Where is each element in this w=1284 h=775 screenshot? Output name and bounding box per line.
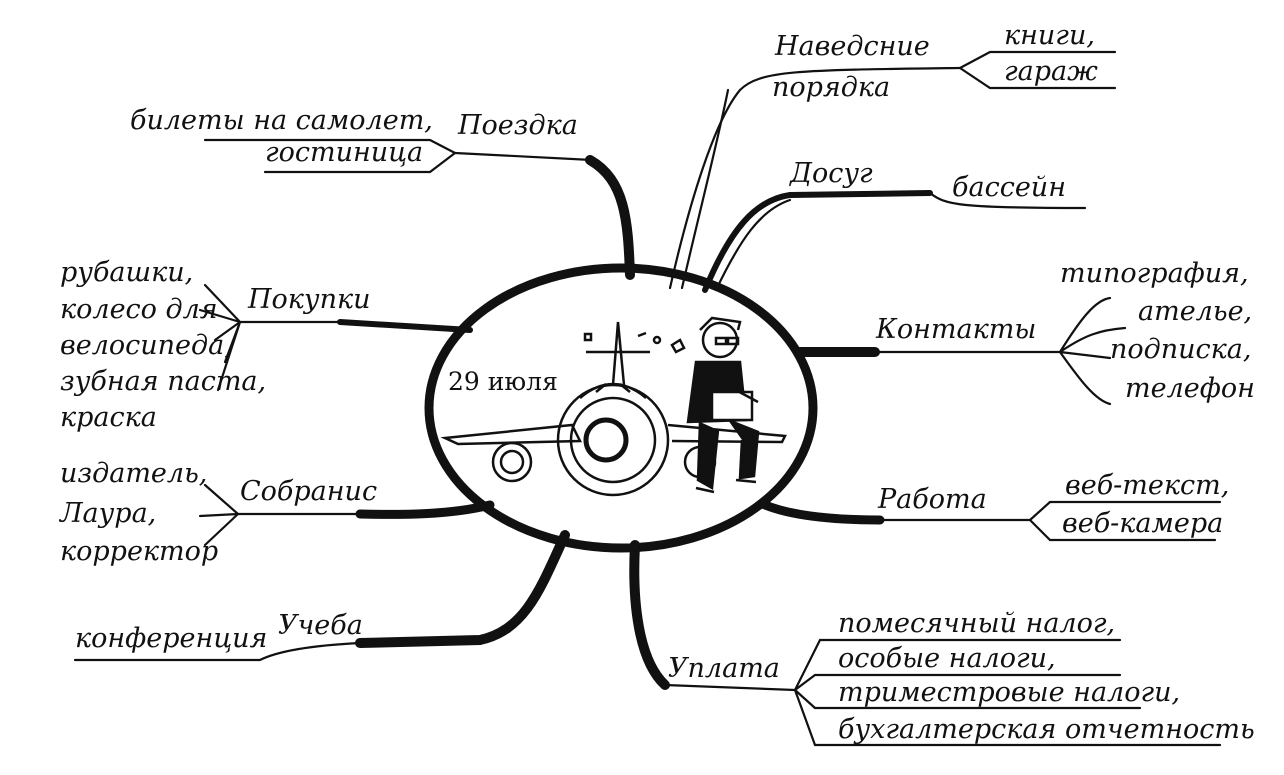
sub-pokupki <box>198 283 242 392</box>
item-ucheba-1: конференция <box>75 623 267 654</box>
item-sobranie-1: издатель, <box>60 458 207 489</box>
branch-navedenie <box>668 66 962 290</box>
sub-poezdka <box>203 138 457 174</box>
item-rabota-2: веб-камера <box>1062 508 1223 539</box>
center-date: 29 июля <box>448 367 558 396</box>
item-uplata-2: особые налоги, <box>838 643 1056 674</box>
label-poezdka: Поездка <box>457 110 578 141</box>
item-navedenie-1: книги, <box>1004 20 1095 51</box>
item-pokupki-2: колесо для <box>60 294 218 325</box>
item-navedenie-2: гараж <box>1004 56 1098 87</box>
label-navedenie-1: Наведсние <box>774 31 930 62</box>
label-sobranie: Собранис <box>240 476 377 507</box>
branch-ucheba <box>355 530 570 648</box>
man-illustration <box>686 316 760 494</box>
item-poezdka-2: гостиница <box>265 137 423 168</box>
item-pokupki-5: краска <box>60 402 157 433</box>
branch-uplata-line <box>663 683 797 692</box>
item-dosug-1: бассейн <box>952 172 1066 203</box>
item-kontakty-3: подписка, <box>1110 334 1251 365</box>
central-oval <box>424 263 818 553</box>
branch-ucheba-line <box>73 641 362 662</box>
sub-uplata <box>793 638 1222 747</box>
item-rabota-1: веб-текст, <box>1065 470 1229 501</box>
item-pokupki-4: зубная паста, <box>60 366 266 397</box>
label-uplata: Уплата <box>668 653 780 684</box>
sub-rabota <box>1028 500 1222 542</box>
item-sobranie-3: корректор <box>60 536 218 567</box>
label-kontakty: Контакты <box>875 314 1036 345</box>
item-kontakty-1: типография, <box>1060 258 1249 289</box>
item-kontakty-4: телефон <box>1125 373 1255 404</box>
item-uplata-4: бухгалтерская отчетность <box>838 714 1255 745</box>
item-uplata-1: помесячный налог, <box>838 608 1115 639</box>
label-ucheba: Учеба <box>278 610 363 641</box>
airplane-illustration <box>440 321 787 497</box>
branch-poezdka <box>585 155 635 280</box>
sub-sobranie <box>198 483 240 547</box>
branch-sobranie <box>355 500 495 519</box>
branch-dosug-2 <box>714 198 792 292</box>
item-pokupki-3: велосипеда, <box>60 330 233 361</box>
item-poezdka-1: билеты на самолет, <box>130 105 433 136</box>
label-dosug: Досуг <box>789 158 873 189</box>
item-pokupki-1: рубашки, <box>60 257 193 288</box>
branch-dosug <box>702 190 933 293</box>
label-navedenie-2: порядка <box>772 72 890 103</box>
sub-navedenie <box>958 50 1117 90</box>
item-sobranie-2: Лаура, <box>58 498 156 529</box>
branch-uplata <box>629 540 670 690</box>
item-kontakty-2: ателье, <box>1138 296 1252 327</box>
label-rabota: Работа <box>877 484 987 515</box>
branch-rabota <box>760 500 885 525</box>
sub-dosug <box>928 191 1087 210</box>
branch-pokupki <box>337 319 473 333</box>
branch-poezdka-line <box>453 151 594 162</box>
sub-kontakty <box>1058 296 1127 406</box>
label-pokupki: Покупки <box>247 284 371 315</box>
item-uplata-3: триместровые налоги, <box>838 677 1180 708</box>
branch-navedenie-2 <box>680 88 730 290</box>
